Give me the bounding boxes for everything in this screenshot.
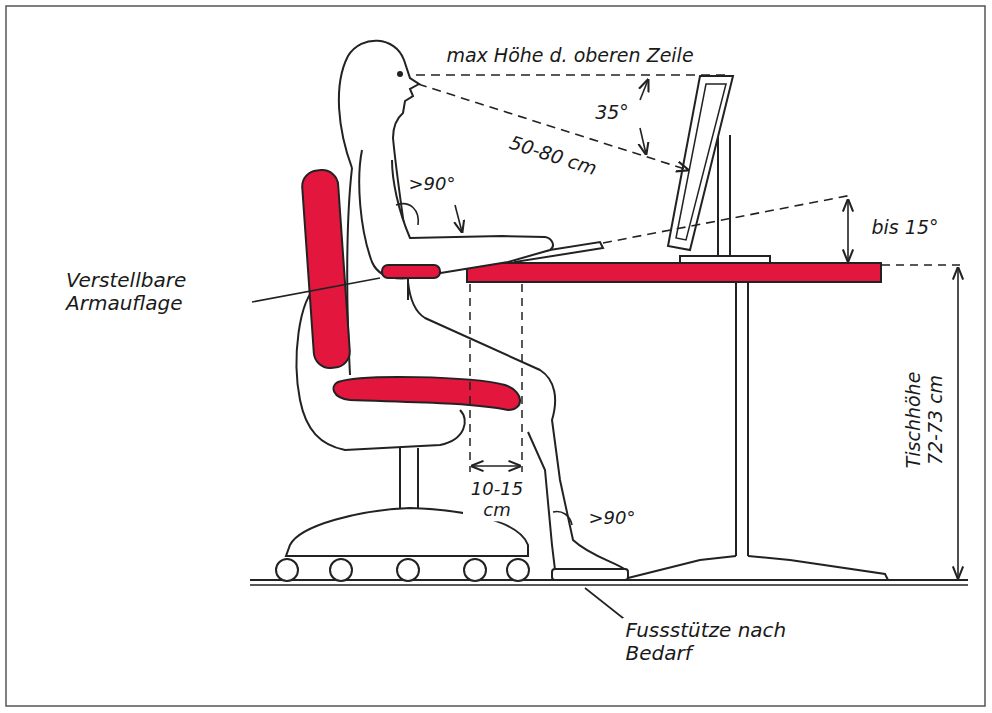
- angle-arrow: [455, 205, 462, 232]
- table-height-line: [882, 264, 962, 266]
- part-label: Verstellbare Armauflage: [63, 268, 247, 316]
- desk-leg: [735, 282, 737, 556]
- dimension-label: 10-15 cm: [463, 478, 531, 521]
- keyboard-angle-line: [603, 195, 852, 243]
- angle-label: 35°: [592, 101, 632, 125]
- person-arm: [359, 150, 553, 278]
- monitor: [668, 76, 733, 250]
- chair-column: [417, 448, 419, 508]
- chair-armrest: [382, 265, 440, 278]
- chair-wheel: [507, 559, 529, 581]
- angle-arc: [396, 204, 418, 225]
- angle-label: >90°: [586, 507, 639, 530]
- leader-line: [252, 278, 380, 302]
- angle-arc: [553, 512, 572, 525]
- monitor-stand: [729, 135, 731, 257]
- dimension-label: Tischhöhe 72-73 cm: [902, 361, 948, 479]
- person-legs: [408, 282, 626, 578]
- angle-label: bis 15°: [869, 216, 942, 240]
- angle-arrow: [640, 128, 646, 154]
- chair-backrest: [301, 169, 351, 369]
- angle-label: >90°: [406, 173, 459, 196]
- dimension-label: 50-80 cm: [504, 130, 603, 182]
- frame: [6, 6, 985, 706]
- eye-level-line: [416, 74, 725, 76]
- chair-wheel: [276, 559, 298, 581]
- footrest: [552, 569, 628, 580]
- table-height-dimension: [957, 268, 959, 578]
- chair-seat: [334, 377, 520, 410]
- chair-column: [399, 448, 401, 508]
- person-eye: [397, 71, 403, 77]
- clearance-dimension: [472, 465, 520, 467]
- dimension-label: max Höhe d. oberen Zeile: [443, 44, 696, 68]
- monitor-screen: [676, 84, 726, 240]
- desk-top: [467, 263, 881, 282]
- floor-line: [250, 584, 968, 586]
- part-label: Fussstütze nach Bedarf: [623, 618, 814, 666]
- angle-dimension: [847, 200, 849, 261]
- chair-wheel: [464, 559, 486, 581]
- chair-wheel: [397, 559, 419, 581]
- leader-line: [585, 588, 628, 622]
- monitor-stand: [717, 135, 719, 257]
- clearance-line: [521, 284, 523, 472]
- angle-arrow: [640, 80, 648, 100]
- desk-foot: [628, 556, 888, 580]
- desk-leg: [747, 282, 749, 556]
- clearance-line: [469, 284, 471, 472]
- chair-wheel: [330, 559, 352, 581]
